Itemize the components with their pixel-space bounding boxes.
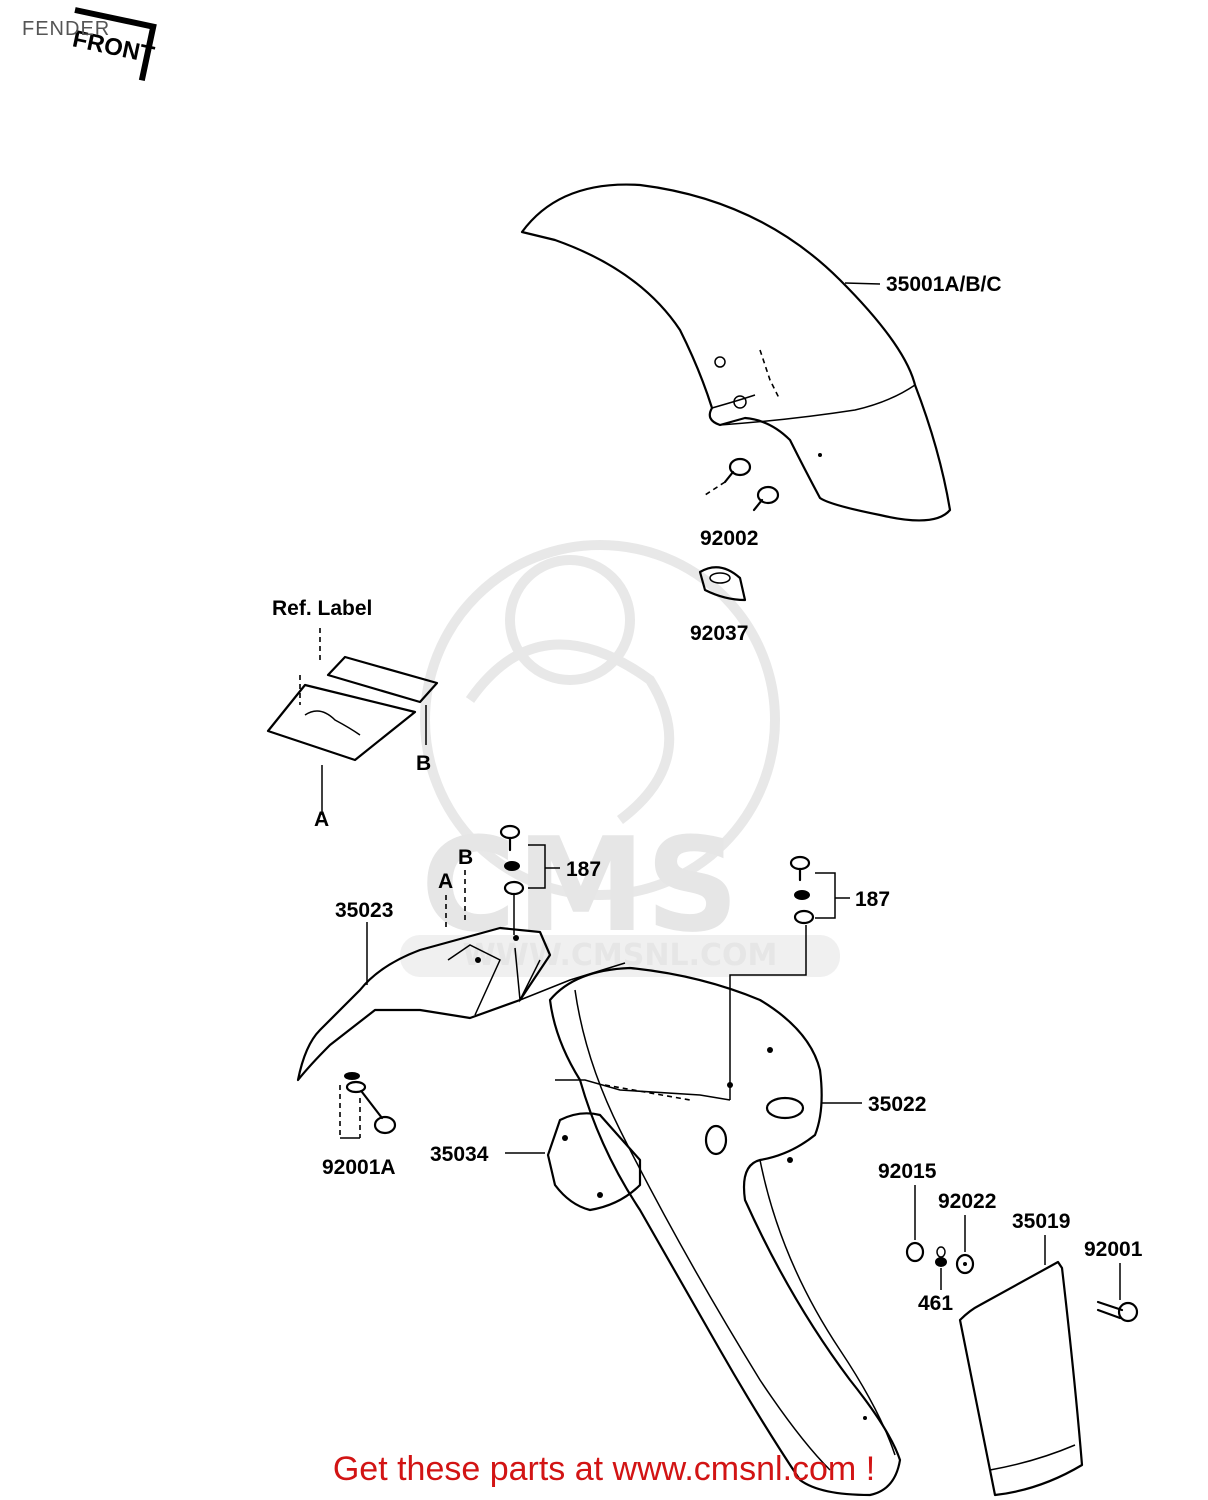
label-bolt-92001A: 92001A	[322, 1156, 396, 1179]
bolts-187-right	[729, 855, 850, 1100]
label-ref-a: A	[314, 808, 329, 831]
watermark: CMS WWW.CMSNL.COM	[400, 540, 840, 977]
cta-link[interactable]: Get these parts at www.cmsnl.com !	[332, 1450, 876, 1488]
label-bracket-b: B	[458, 846, 473, 869]
label-bracket-35023: 35023	[335, 899, 393, 922]
washer-92022	[955, 1253, 975, 1275]
front-fender	[520, 183, 952, 522]
screw-461	[935, 1246, 947, 1290]
label-bolt-92002: 92002	[700, 527, 758, 550]
label-washer-92022: 92022	[938, 1190, 996, 1213]
plate-35034	[546, 1079, 731, 1212]
grommet-92037	[698, 566, 747, 602]
ref-label-sheets	[266, 628, 439, 815]
mudflap-35019	[958, 1260, 1084, 1497]
bracket-35023	[296, 926, 626, 1082]
label-bracket-a: A	[438, 870, 453, 893]
label-bolt-187-right: 187	[855, 888, 890, 911]
label-nut-92015: 92015	[878, 1160, 937, 1183]
label-bolt-92001: 92001	[1084, 1238, 1143, 1261]
nut-92015	[905, 1241, 925, 1263]
label-grommet-92037: 92037	[690, 622, 748, 645]
label-ref-label: Ref. Label	[272, 597, 372, 620]
bolts-92002	[704, 457, 780, 512]
bolt-92001	[1096, 1300, 1139, 1323]
label-plate-35034: 35034	[430, 1143, 489, 1166]
label-ref-b: B	[416, 752, 431, 775]
bolt-92001A	[339, 1072, 397, 1139]
label-rear-fender: 35022	[868, 1093, 926, 1116]
rear-fender	[548, 966, 902, 1497]
bolts-187-left	[499, 824, 560, 935]
label-screw-461: 461	[918, 1292, 953, 1315]
label-mudflap-35019: 35019	[1012, 1210, 1070, 1233]
label-bolt-187-left: 187	[566, 858, 601, 881]
label-front-fender: 35001A/B/C	[886, 273, 1002, 296]
page-title: FENDER	[22, 18, 111, 40]
